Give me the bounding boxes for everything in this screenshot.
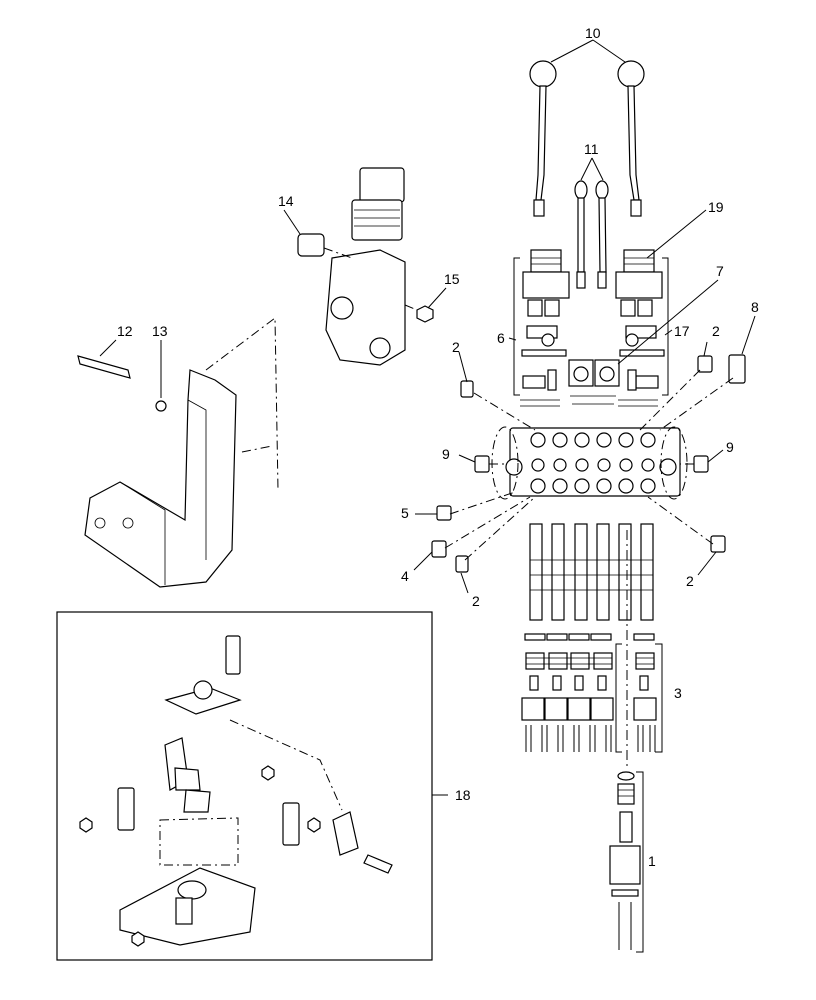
callout-2-a: 2: [452, 339, 460, 355]
callout-15: 15: [444, 271, 460, 287]
callout-13: 13: [152, 323, 168, 339]
callout-7: 7: [716, 263, 724, 279]
callout-9-b: 9: [726, 439, 734, 455]
valve-block: [491, 426, 688, 500]
callout-4: 4: [401, 568, 409, 584]
callout-3: 3: [674, 685, 682, 701]
callouts: 10 11 19 14 7 15 12 13 6 17 2 2 8 9 9 5 …: [117, 25, 759, 869]
pilot-housings: [513, 249, 669, 407]
part-1-stack: [609, 771, 644, 953]
joystick-levers: [529, 39, 645, 217]
callout-14: 14: [278, 193, 294, 209]
callout-10: 10: [585, 25, 601, 41]
callout-17: 17: [674, 323, 690, 339]
leader-lines: [99, 209, 756, 594]
small-handles: [574, 157, 609, 289]
callout-5: 5: [401, 505, 409, 521]
callout-2-c: 2: [472, 593, 480, 609]
callout-18: 18: [455, 787, 471, 803]
callout-12: 12: [117, 323, 133, 339]
callout-19: 19: [708, 199, 724, 215]
callout-9-a: 9: [442, 446, 450, 462]
control-head: [297, 167, 434, 366]
callout-2-d: 2: [686, 573, 694, 589]
kit-box: [56, 611, 448, 961]
spools: [521, 523, 663, 770]
callout-1: 1: [648, 853, 656, 869]
mounting-bracket: [77, 317, 279, 588]
callout-11: 11: [584, 141, 599, 157]
callout-2-b: 2: [712, 323, 720, 339]
callout-6: 6: [497, 330, 505, 346]
callout-8: 8: [751, 299, 759, 315]
plugs-fittings: [431, 354, 746, 573]
